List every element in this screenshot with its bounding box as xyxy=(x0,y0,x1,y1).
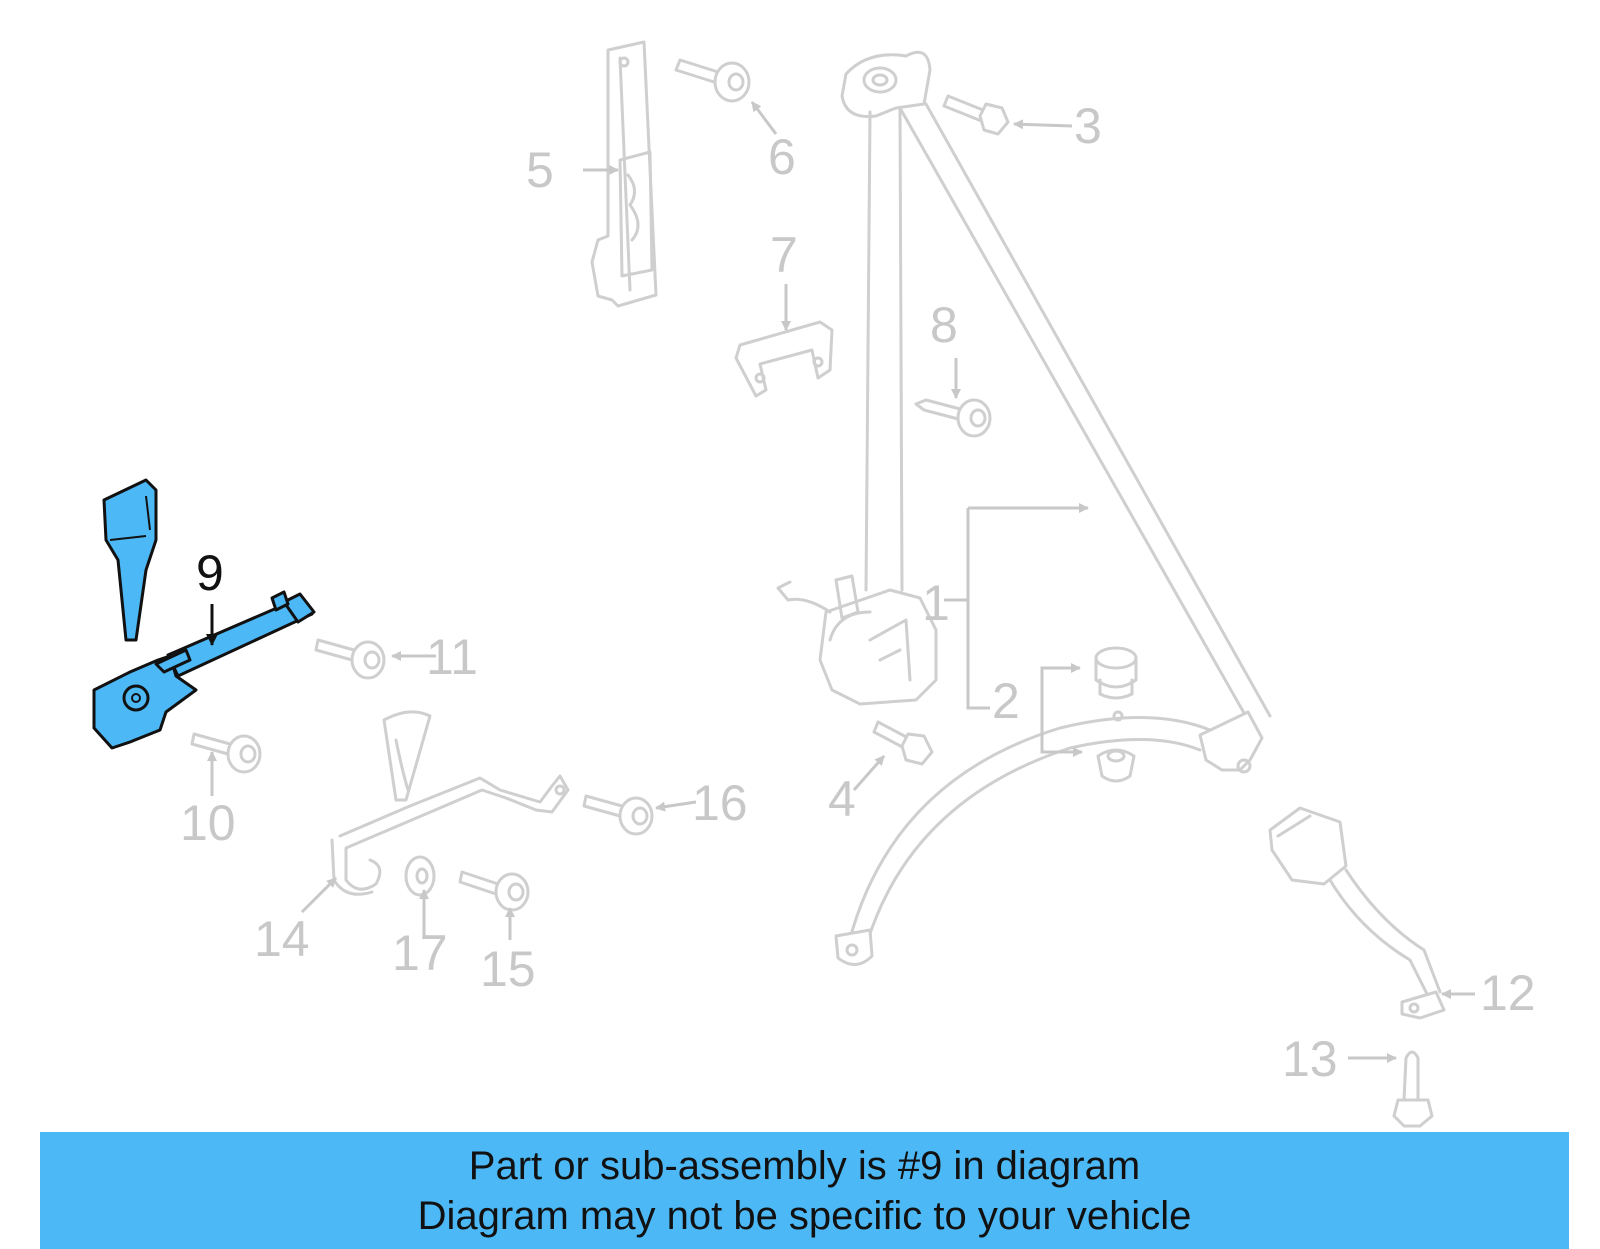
part-14-bracket xyxy=(330,710,570,896)
part-3-bolt xyxy=(942,94,1010,136)
banner-line-disclaimer: Diagram may not be specific to your vehi… xyxy=(417,1193,1192,1238)
part-13-bolt xyxy=(1392,1050,1434,1128)
part-2-anchor xyxy=(1094,646,1138,783)
part-8-bolt xyxy=(914,398,992,438)
part-9-buckle-assembly xyxy=(92,478,316,750)
part-16-bolt xyxy=(582,794,654,836)
banner-line-part: Part or sub-assembly is #9 in diagram xyxy=(468,1143,1141,1188)
info-banner: Part or sub-assembly is #9 in diagram Di… xyxy=(40,1132,1569,1249)
callout-labels: 1 2 3 4 5 6 7 8 9 10 11 12 13 14 15 16 1… xyxy=(180,98,1536,1087)
callout-13: 13 xyxy=(1282,1031,1338,1087)
callout-15: 15 xyxy=(480,941,536,997)
callout-5: 5 xyxy=(526,142,554,198)
callout-4: 4 xyxy=(828,771,856,827)
callout-1: 1 xyxy=(922,575,950,631)
part-11-bolt xyxy=(314,638,386,680)
part-6-bolt xyxy=(674,58,751,103)
leader-lines xyxy=(206,101,1475,1063)
callout-9: 9 xyxy=(196,545,224,601)
part-1-seat-belt-assembly xyxy=(776,50,1272,774)
callout-16: 16 xyxy=(692,775,748,831)
callout-3: 3 xyxy=(1074,98,1102,154)
part-15-bolt xyxy=(458,870,530,912)
callout-2: 2 xyxy=(992,673,1020,729)
callout-8: 8 xyxy=(930,297,958,353)
part-7-bracket xyxy=(734,320,834,398)
part-10-bolt xyxy=(190,732,262,774)
callout-11: 11 xyxy=(426,629,478,685)
callout-7: 7 xyxy=(770,227,798,283)
part-17-washer xyxy=(404,855,436,897)
lower-belt-strap xyxy=(834,710,1212,966)
part-4-bolt xyxy=(872,720,934,766)
callout-6: 6 xyxy=(768,129,796,185)
part-5-height-adjuster xyxy=(590,40,658,308)
callout-12: 12 xyxy=(1480,965,1536,1021)
callout-10: 10 xyxy=(180,795,236,851)
callout-14: 14 xyxy=(254,911,310,967)
part-12-buckle xyxy=(1268,806,1446,1020)
callout-17: 17 xyxy=(392,925,448,981)
